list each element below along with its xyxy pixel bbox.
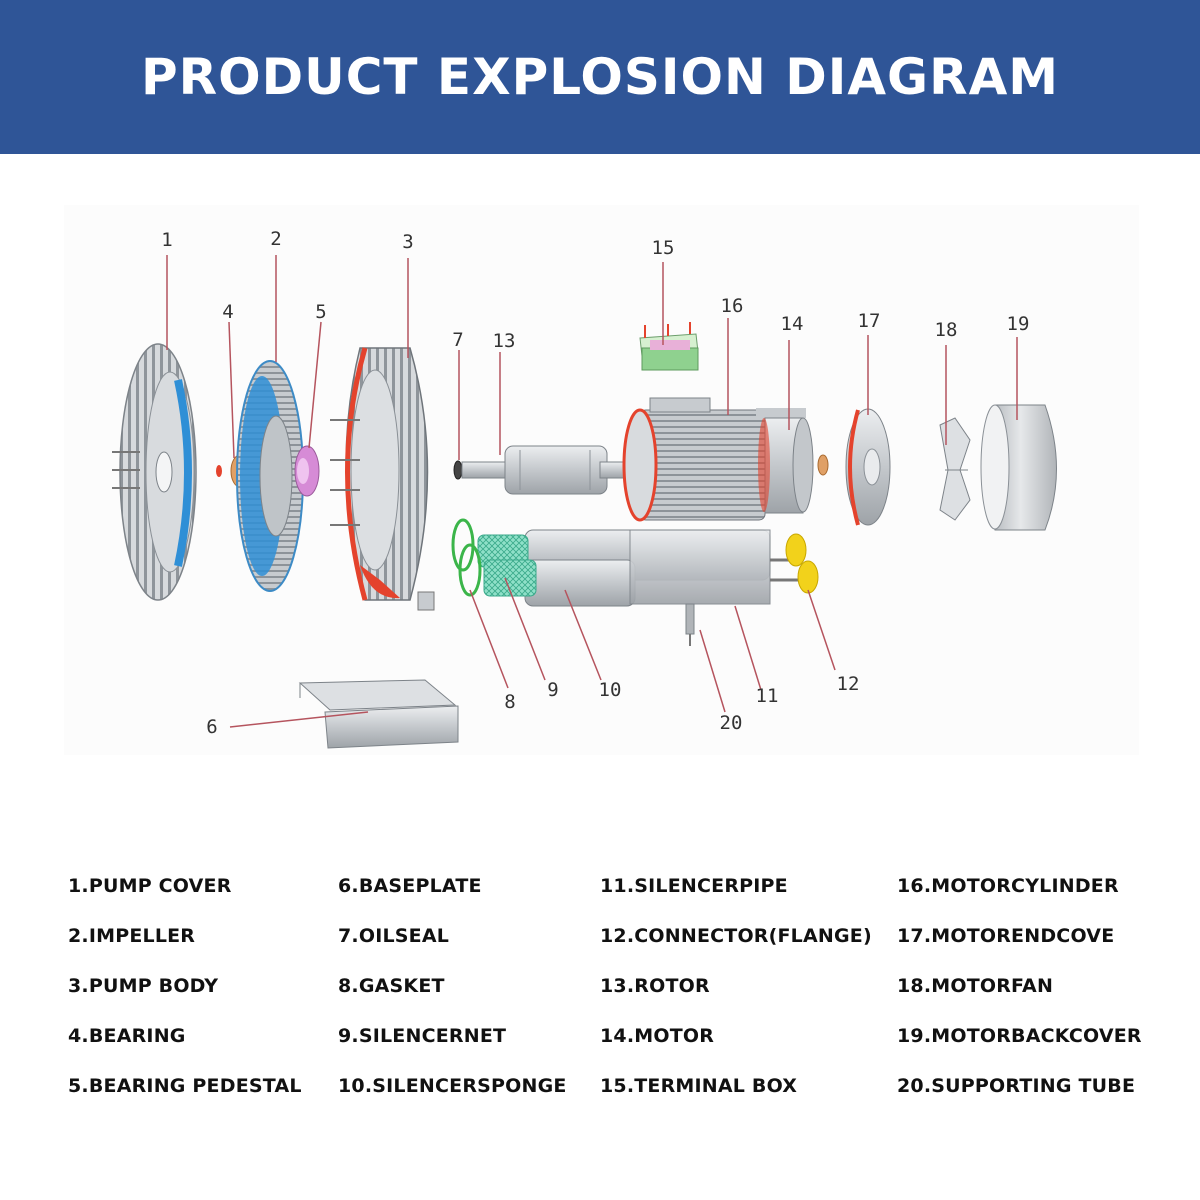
- callout-5: 5: [315, 301, 326, 323]
- callout-4: 4: [222, 301, 233, 323]
- motor-part: [758, 417, 814, 514]
- legend-item: 18.MOTORFAN: [897, 975, 1054, 997]
- callout-20: 20: [720, 712, 743, 734]
- callout-17: 17: [858, 310, 881, 332]
- legend-item: 8.GASKET: [338, 975, 445, 997]
- motor-back-cover-part: [980, 404, 1057, 531]
- legend-item: 1.PUMP COVER: [68, 875, 232, 897]
- legend-item: 2.IMPELLER: [68, 925, 196, 947]
- callout-1: 1: [161, 229, 172, 251]
- callout-10: 10: [599, 679, 622, 701]
- impeller-part: [236, 360, 304, 592]
- callout-2: 2: [270, 228, 281, 250]
- explosion-diagram: 1 2 3 4 5 6 7 8 9 10 11 12 13 14 15 16 1…: [112, 228, 1057, 749]
- legend-item: 12.CONNECTOR(FLANGE): [600, 925, 872, 947]
- baseplate-part: [298, 679, 459, 749]
- rotor-part: [461, 445, 641, 495]
- gasket-part: [451, 518, 482, 597]
- callout-12: 12: [837, 673, 860, 695]
- callout-6: 6: [206, 716, 217, 738]
- legend-item: 4.BEARING: [68, 1025, 186, 1047]
- parts-legend: 1.PUMP COVER 2.IMPELLER 3.PUMP BODY 4.BE…: [0, 870, 1200, 1110]
- callout-9: 9: [547, 679, 558, 701]
- motor-cylinder-part: [622, 397, 806, 522]
- legend-item: 15.TERMINAL BOX: [600, 1075, 798, 1097]
- callout-16: 16: [721, 295, 744, 317]
- callout-15: 15: [652, 237, 675, 259]
- legend-item: 6.BASEPLATE: [338, 875, 482, 897]
- bearing-pedestal-part: [294, 445, 320, 497]
- legend-item: 16.MOTORCYLINDER: [897, 875, 1119, 897]
- legend-item: 20.SUPPORTING TUBE: [897, 1075, 1136, 1097]
- legend-item: 17.MOTORENDCOVE: [897, 925, 1115, 947]
- legend-item: 19.MOTORBACKCOVER: [897, 1025, 1142, 1047]
- legend-item: 5.BEARING PEDESTAL: [68, 1075, 302, 1097]
- callout-19: 19: [1007, 313, 1030, 335]
- silencer-assembly-part: [524, 529, 771, 646]
- motor-fan-part: [939, 417, 971, 521]
- page-title: PRODUCT EXPLOSION DIAGRAM: [140, 48, 1060, 106]
- callout-3: 3: [402, 231, 413, 253]
- terminal-box-part: [639, 322, 699, 371]
- pump-body-part: [330, 347, 435, 611]
- callout-8: 8: [504, 691, 515, 713]
- pump-cover-part: [112, 343, 197, 601]
- legend-item: 11.SILENCERPIPE: [600, 875, 788, 897]
- legend-item: 10.SILENCERSPONGE: [338, 1075, 567, 1097]
- callout-numbers: 1 2 3 4 5 6 7 8 9 10 11 12 13 14 15 16 1…: [161, 228, 1029, 738]
- connector-flange-part: [770, 533, 819, 594]
- legend-item: 3.PUMP BODY: [68, 975, 219, 997]
- callout-18: 18: [935, 319, 958, 341]
- callout-13: 13: [493, 330, 516, 352]
- title-banner: PRODUCT EXPLOSION DIAGRAM: [0, 0, 1200, 154]
- leader-lines: [166, 255, 1018, 728]
- legend-item: 14.MOTOR: [600, 1025, 715, 1047]
- legend-item: 7.OILSEAL: [338, 925, 450, 947]
- callout-11: 11: [756, 685, 779, 707]
- motor-end-cover-part: [817, 408, 891, 526]
- callout-7: 7: [452, 329, 463, 351]
- legend-item: 13.ROTOR: [600, 975, 710, 997]
- callout-14: 14: [781, 313, 804, 335]
- oil-seal-part: [453, 460, 463, 480]
- legend-item: 9.SILENCERNET: [338, 1025, 507, 1047]
- silencer-net-part: [477, 534, 537, 597]
